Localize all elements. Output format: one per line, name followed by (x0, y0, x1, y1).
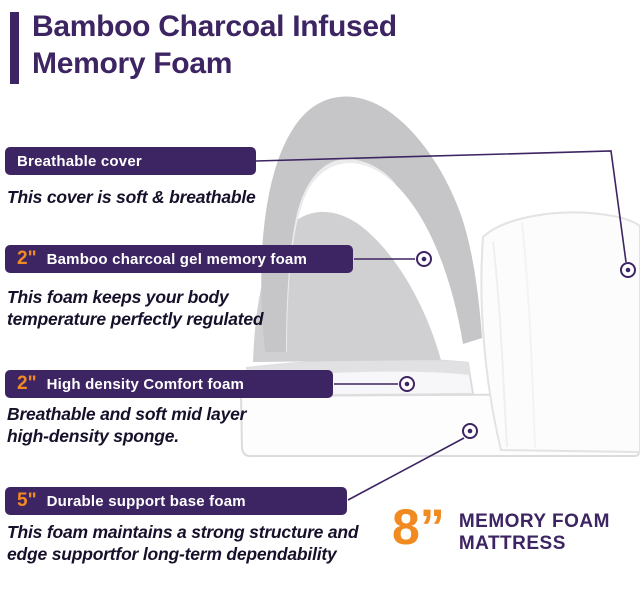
top-cover-sheet-art (261, 96, 482, 352)
banner-base-foam: 5" Durable support base foam (5, 487, 347, 515)
desc-base-foam: This foam maintains a strong structure a… (7, 521, 359, 565)
callout-line-base-foam (347, 423, 478, 501)
desc-line1: This cover is soft & breathable (7, 187, 256, 207)
banner-label: Durable support base foam (46, 492, 246, 510)
callout-line-memory-foam (354, 251, 432, 267)
callout-line-cover (255, 150, 636, 278)
knit-cover-art (480, 211, 640, 454)
banner-label: Breathable cover (17, 152, 142, 170)
desc-line1: This foam keeps your body (7, 287, 229, 307)
callout-line-comfort-foam (334, 376, 415, 392)
banner-size: 2" (17, 248, 37, 269)
desc-line1: Breathable and soft mid layer (7, 404, 247, 424)
banner-comfort-foam: 2" High density Comfort foam (5, 370, 333, 398)
desc-memory-foam: This foam keeps your body temperature pe… (7, 286, 264, 330)
title-accent-bar (10, 12, 19, 84)
page-title-line1: Bamboo Charcoal Infused (32, 10, 397, 43)
banner-label: Bamboo charcoal gel memory foam (46, 250, 308, 268)
total-size-label-line2: MATTRESS (458, 533, 566, 554)
banner-size: 2" (17, 373, 37, 394)
desc-breathable-cover: This cover is soft & breathable (7, 186, 256, 208)
banner-memory-foam: 2" Bamboo charcoal gel memory foam (5, 245, 353, 273)
desc-line2: temperature perfectly regulated (7, 309, 264, 329)
banner-breathable-cover: Breathable cover (5, 147, 256, 175)
total-size-label: MEMORY FOAM MATTRESS (459, 502, 610, 555)
desc-comfort-foam: Breathable and soft mid layer high-densi… (7, 403, 246, 447)
desc-line2: high-density sponge. (7, 426, 179, 446)
banner-size: 5" (17, 490, 37, 511)
total-size-value: 8” (392, 499, 445, 555)
total-size-label-line1: MEMORY FOAM (458, 511, 610, 532)
page-title-line2: Memory Foam (32, 47, 233, 80)
desc-line1: This foam maintains a strong structure a… (7, 522, 359, 542)
desc-line2: edge supportfor long-term dependability (7, 544, 337, 564)
page-title: Bamboo Charcoal Infused Memory Foam (32, 8, 397, 82)
banner-label: High density Comfort foam (46, 375, 245, 393)
total-size-callout: 8” MEMORY FOAM MATTRESS (392, 502, 610, 555)
